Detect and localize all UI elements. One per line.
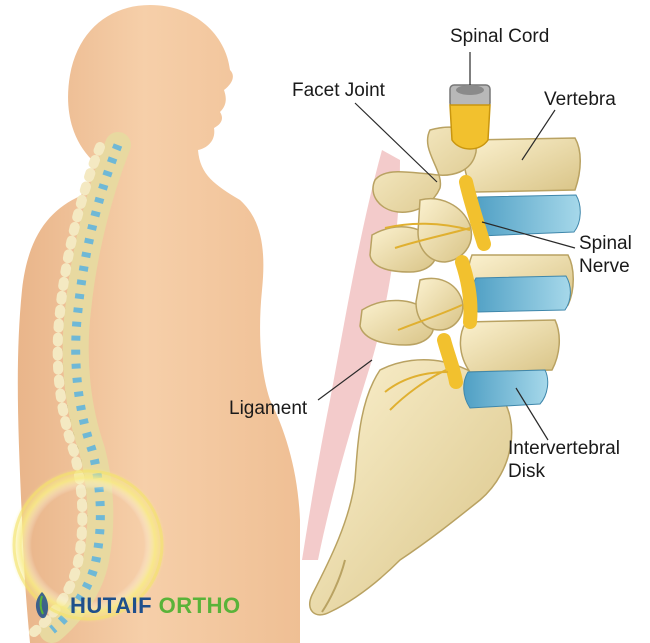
label-disk-line2: Disk — [508, 461, 545, 482]
intervertebral-disk-1 — [473, 194, 581, 237]
leader-vertebra — [521, 109, 556, 161]
label-ligament: Ligament — [229, 398, 308, 419]
intervertebral-disk-2 — [471, 275, 571, 313]
vertebra-body-3 — [459, 319, 560, 373]
label-spinal-nerve-line2: Nerve — [579, 256, 630, 277]
spinal-nerve-3 — [437, 333, 463, 389]
spinal-cord — [449, 104, 491, 150]
label-spinal-nerve-line1: Spinal — [579, 233, 632, 254]
brand-wordmark: HUTAIF ORTHO — [70, 593, 241, 619]
lumbar-spine-illustration — [302, 84, 581, 616]
leader-ligament — [317, 359, 373, 401]
leader-facet-joint — [354, 102, 438, 183]
facet-joint-shape — [417, 198, 473, 263]
brand-name-part2: ORTHO — [158, 593, 241, 618]
leader-lines — [317, 52, 576, 441]
label-vertebra: Vertebra — [544, 89, 616, 110]
vertebra-processes-1 — [372, 126, 477, 213]
spinal-nerve-2 — [455, 255, 478, 329]
spinal-nerve-1 — [459, 175, 491, 251]
vertebra-processes-3 — [359, 299, 435, 346]
hutaif-ortho-logo-icon — [35, 592, 49, 619]
label-facet-joint: Facet Joint — [292, 80, 385, 101]
label-spinal-nerve: Spinal Nerve — [579, 232, 632, 278]
intervertebral-disk-3 — [463, 369, 549, 409]
label-disk-line1: Intervertebral — [508, 438, 620, 459]
label-spinal-cord: Spinal Cord — [450, 26, 550, 47]
label-intervertebral-disk: Intervertebral Disk — [508, 437, 620, 483]
leader-spinal-nerve — [481, 221, 576, 249]
leader-disk — [515, 387, 549, 441]
brand-name-part1: HUTAIF — [70, 593, 153, 618]
highlight-halo — [10, 467, 166, 623]
